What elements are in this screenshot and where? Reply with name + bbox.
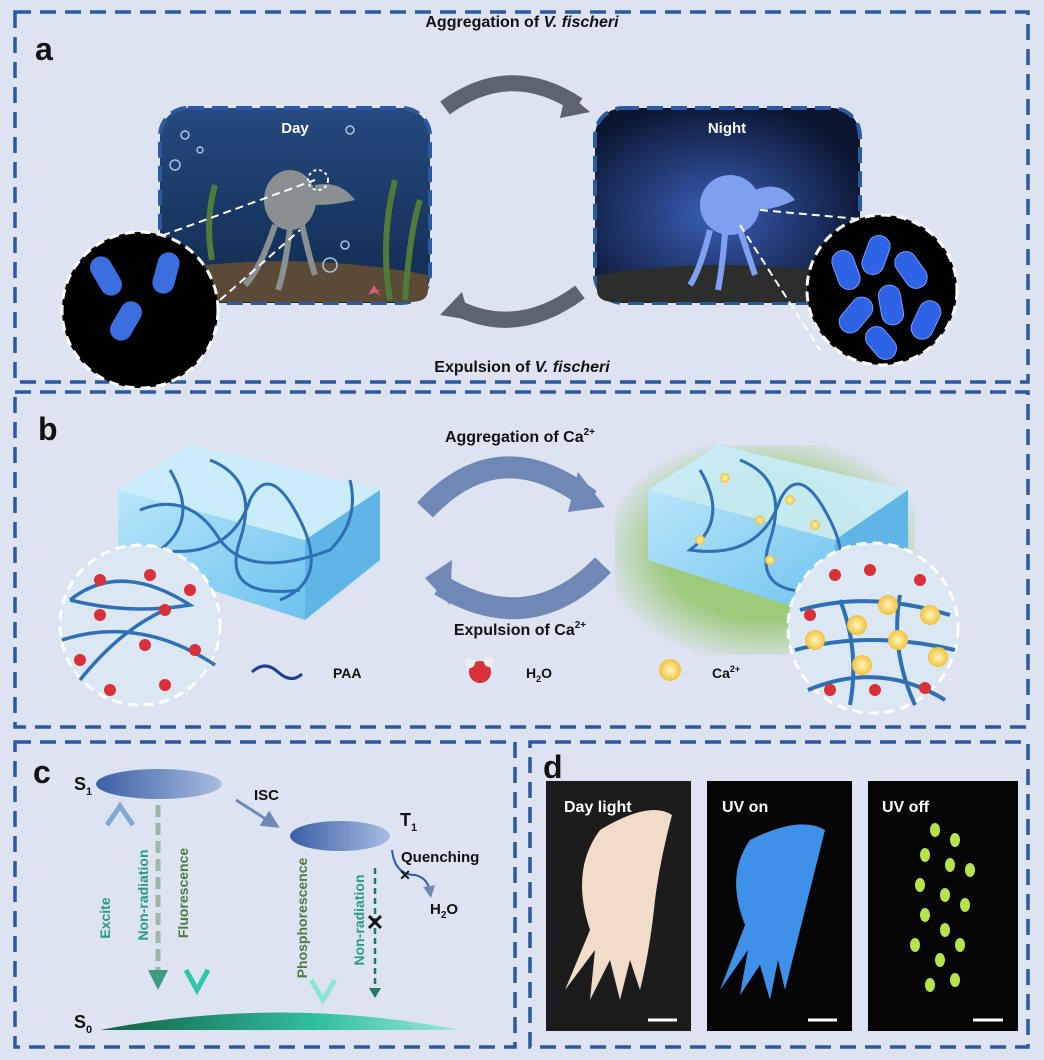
t1-label: T1 xyxy=(400,810,417,834)
night-label: Night xyxy=(708,120,746,137)
squid-shape-uv-on xyxy=(720,824,825,1000)
panel-b: b Aggregation of Ca2+ Expulsion of Ca2+ xyxy=(13,390,1030,729)
excite-label: Excite xyxy=(97,897,113,938)
quench-cross-icon: ✕ xyxy=(399,867,411,883)
fluorescence-label: Fluorescence xyxy=(175,848,191,938)
ca-aggregation-arrow xyxy=(416,456,597,518)
legend-water: H2O xyxy=(526,665,552,684)
photo-label-uv-off: UV off xyxy=(882,799,930,816)
squid-shape-day xyxy=(565,810,672,1000)
blocked-cross-icon: ✕ xyxy=(366,910,384,935)
day-label: Day xyxy=(281,120,309,137)
s1-label: S1 xyxy=(74,774,92,798)
panel-d-border xyxy=(528,740,1030,1049)
panel-b-border xyxy=(13,390,1030,729)
night-scene: Night xyxy=(593,106,862,305)
isc-label: ISC xyxy=(254,787,279,804)
ca-expulsion-arrow xyxy=(434,557,611,620)
ca-expulsion-caption: Expulsion of Ca2+ xyxy=(454,620,586,639)
night-bacteria-zoom xyxy=(805,213,959,367)
water-molecule-icon xyxy=(469,661,491,683)
ca-aggregation-caption: Aggregation of Ca2+ xyxy=(445,427,595,446)
non-radiation-label-2: Non-radiation xyxy=(351,875,367,966)
photo-day-light: Day light xyxy=(546,781,691,1031)
aggregation-arrow xyxy=(440,75,583,115)
legend: PAA H2O Ca2+ xyxy=(250,657,740,684)
panel-a-border xyxy=(13,10,1030,384)
t1-level xyxy=(290,821,390,851)
panel-c: c S1 T1 S0 ISC Excite Non-radiation Fluo… xyxy=(13,740,517,1049)
panel-a: a Aggregation of V. fischeri Expulsion o… xyxy=(13,10,1030,390)
afterglow-spots xyxy=(910,823,975,992)
photo-label-uv-on: UV on xyxy=(722,799,768,816)
legend-paa: PAA xyxy=(333,665,362,681)
panel-a-letter: a xyxy=(35,31,53,67)
hydrogel-zoom-water xyxy=(58,543,222,707)
photo-label-day-light: Day light xyxy=(564,799,632,816)
s0-level xyxy=(100,1012,460,1030)
legend-calcium: Ca2+ xyxy=(712,664,740,681)
expulsion-caption: Expulsion of V. fischeri xyxy=(434,359,610,376)
panel-d-letter: d xyxy=(543,749,563,785)
calcium-ion-icon xyxy=(659,659,681,681)
non-radiation-label-1: Non-radiation xyxy=(135,850,151,941)
hydrogel-cube xyxy=(118,445,380,620)
hydrogel-zoom-calcium xyxy=(786,541,960,715)
water-label: H2O xyxy=(430,901,458,921)
panel-b-letter: b xyxy=(38,411,58,447)
isc-arrow xyxy=(235,798,280,828)
phosphorescence-label: Phosphorescence xyxy=(294,857,310,978)
s1-level xyxy=(96,769,222,799)
panel-d: d Day light UV on UV off xyxy=(528,740,1030,1049)
aggregation-caption: Aggregation of V. fischeri xyxy=(425,14,619,31)
photo-uv-off: UV off xyxy=(868,781,1018,1031)
s0-label: S0 xyxy=(74,1012,92,1036)
quenching-label: Quenching xyxy=(401,849,479,866)
paa-chain-icon xyxy=(250,664,304,680)
photo-uv-on: UV on xyxy=(707,781,852,1031)
panel-c-letter: c xyxy=(33,754,51,790)
day-bacteria-zoom xyxy=(60,230,220,390)
panel-c-border xyxy=(13,740,517,1049)
quenching-arrow xyxy=(391,849,436,898)
